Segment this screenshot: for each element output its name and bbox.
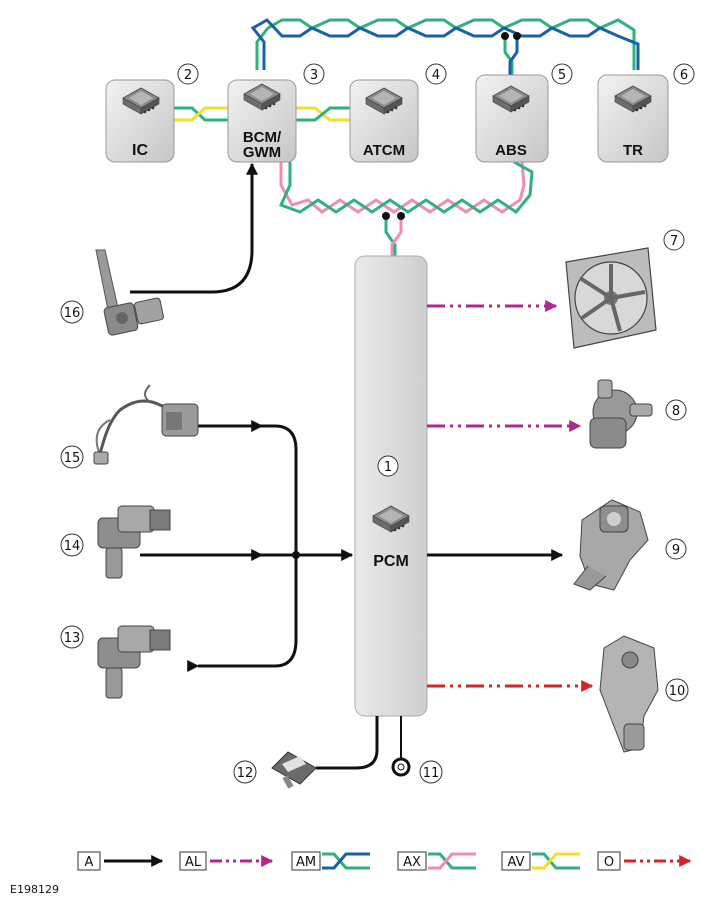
svg-text:AL: AL [185, 855, 202, 870]
callout-2: 2 [177, 63, 199, 85]
sensor-13-icon [97, 625, 171, 699]
ground-wire [391, 716, 411, 777]
module-tr-label: TR [623, 142, 643, 159]
callout-7: 7 [663, 229, 685, 251]
callout-12: 12 [233, 760, 257, 784]
fuse-icon [271, 751, 317, 789]
legend-ax: AX [397, 851, 476, 871]
legend-av: AV [501, 851, 580, 871]
callout-9: 9 [665, 538, 687, 560]
module-atcm: ATCM [349, 79, 419, 163]
svg-text:16: 16 [64, 306, 81, 321]
svg-text:13: 13 [64, 631, 81, 646]
svg-text:AM: AM [296, 855, 316, 870]
legend-am: AM [291, 851, 370, 871]
callout-14: 14 [60, 533, 84, 557]
callout-4: 4 [425, 63, 447, 85]
legend-al: AL [179, 851, 274, 871]
thermostat-icon [573, 499, 649, 591]
sensor-16-icon [95, 249, 164, 336]
svg-text:11: 11 [423, 766, 440, 781]
module-pcm: PCM [354, 255, 428, 717]
svg-text:14: 14 [64, 539, 81, 554]
can-bus-top [250, 18, 640, 75]
legend: A AL AM AX AV O [77, 851, 692, 871]
hardwired-inputs [130, 162, 354, 672]
can-link-ic-bcm [174, 106, 228, 122]
svg-text:2: 2 [184, 68, 192, 83]
sensor-14-icon [97, 505, 171, 579]
module-ic: IC [105, 79, 175, 163]
module-pcm-label: PCM [373, 553, 409, 570]
legend-o: O [597, 851, 692, 871]
power-fuse-wire [316, 716, 379, 770]
svg-text:8: 8 [672, 404, 680, 419]
module-atcm-label: ATCM [363, 142, 405, 159]
callout-1: 1 [377, 455, 399, 477]
module-bcm-label: BCM/ [243, 129, 282, 146]
module-abs-label: ABS [495, 142, 527, 159]
reference-code: E198129 [10, 883, 59, 896]
callout-16: 16 [60, 300, 84, 324]
svg-text:12: 12 [237, 766, 254, 781]
aux-pump-icon [589, 379, 653, 449]
water-pump-icon [599, 635, 659, 753]
callout-11: 11 [419, 760, 443, 784]
cooling-fan-icon [565, 247, 657, 349]
module-bcm-gwm: BCM/ GWM [227, 79, 297, 163]
module-abs: ABS [475, 74, 549, 163]
callout-6: 6 [673, 63, 695, 85]
svg-text:15: 15 [64, 451, 81, 466]
module-ic-label: IC [132, 142, 148, 159]
callout-5: 5 [551, 63, 573, 85]
svg-text:A: A [85, 855, 94, 870]
callout-8: 8 [665, 399, 687, 421]
svg-text:7: 7 [670, 234, 678, 249]
legend-a: A [77, 851, 164, 871]
svg-text:O: O [604, 855, 614, 870]
can-bus-lower [278, 160, 534, 262]
callouts: 1 2 3 4 5 6 7 8 9 10 11 12 13 14 15 16 [60, 63, 695, 784]
callout-3: 3 [303, 63, 325, 85]
svg-text:6: 6 [680, 68, 688, 83]
callout-10: 10 [665, 678, 689, 702]
svg-text:1: 1 [384, 460, 392, 475]
svg-text:AV: AV [508, 855, 525, 870]
svg-text:4: 4 [432, 68, 440, 83]
svg-text:10: 10 [669, 684, 686, 699]
callout-15: 15 [60, 445, 84, 469]
svg-text:3: 3 [310, 68, 318, 83]
sensor-15-icon [93, 384, 199, 465]
svg-text:9: 9 [672, 543, 680, 558]
callout-13: 13 [60, 625, 84, 649]
svg-text:AX: AX [403, 855, 421, 870]
svg-text:5: 5 [558, 68, 566, 83]
module-gwm-label: GWM [243, 144, 281, 161]
module-tr: TR [597, 74, 669, 163]
can-link-bcm-atcm [296, 106, 350, 122]
